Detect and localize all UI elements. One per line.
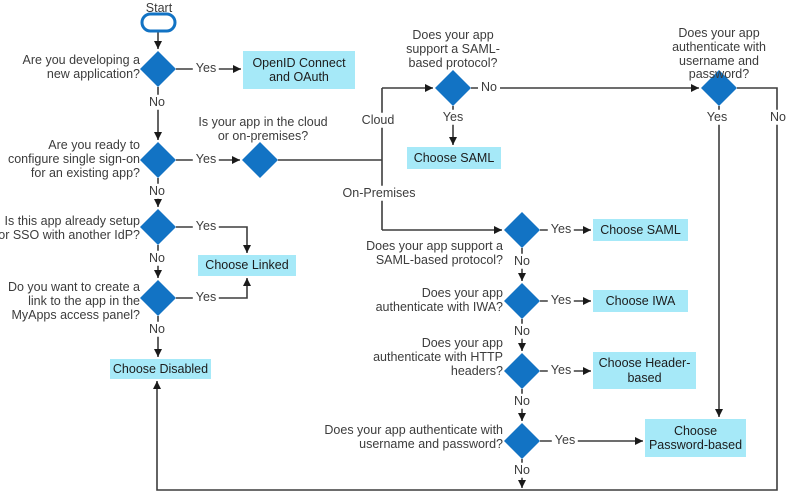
outcome-choose-disabled: Choose Disabled — [110, 359, 211, 379]
edge-label-samlonprem-no: No — [511, 253, 533, 269]
edge-label-iwa-yes: Yes — [547, 292, 575, 308]
outcome-choose-password-based: Choose Password-based — [645, 419, 746, 457]
question-already-sso-idp: Is this app already setup for SSO with a… — [0, 214, 140, 242]
edge-label-myapps-yes: Yes — [192, 289, 220, 305]
question-saml-cloud: Does your app support a SAML-based proto… — [406, 28, 500, 70]
edge-label-idp-no: No — [146, 250, 168, 266]
question-new-app: Are you developing a new application? — [22, 53, 140, 81]
question-myapps-link: Do you want to create a link to the app … — [7, 280, 140, 322]
question-saml-onprem: Does your app support a SAML-based proto… — [366, 239, 503, 267]
question-iwa: Does your app authenticate with IWA? — [375, 286, 503, 314]
connector-userpasscloud-no-to-disabled — [153, 87, 778, 491]
edge-label-header-no: No — [511, 393, 533, 409]
decision-already-sso-idp — [140, 209, 176, 245]
question-http-headers: Does your app authenticate with HTTP hea… — [373, 336, 503, 378]
question-userpass-cloud: Does your app authenticate with username… — [672, 26, 766, 82]
edge-label-myapps-no: No — [146, 321, 168, 337]
edge-label-samlonprem-yes: Yes — [547, 221, 575, 237]
decision-iwa — [504, 283, 540, 319]
edge-label-iwa-no: No — [511, 323, 533, 339]
edge-label-idp-yes: Yes — [192, 218, 220, 234]
edge-label-userpasscloud-yes: Yes — [703, 109, 731, 125]
edge-label-samlcloud-yes: Yes — [439, 109, 467, 125]
outcome-choose-linked: Choose Linked — [198, 255, 296, 276]
decision-ready-sso — [140, 142, 176, 178]
question-ready-sso: Are you ready to configure single sign-o… — [7, 138, 140, 180]
edge-label-newapp-no: No — [146, 94, 168, 110]
edge-label-readysso-no: No — [146, 183, 168, 199]
edge-label-userpasscloud-no: No — [767, 109, 789, 125]
outcome-openid-oauth: OpenID Connect and OAuth — [243, 51, 355, 89]
decision-userpass-cloud — [701, 70, 737, 106]
edge-label-newapp-yes: Yes — [192, 60, 220, 76]
outcome-choose-header-based: Choose Header-based — [593, 352, 696, 389]
decision-http-headers — [504, 353, 540, 389]
decision-myapps-link — [140, 280, 176, 316]
decision-cloud-or-onprem — [242, 142, 278, 178]
decision-userpass-onprem — [504, 423, 540, 459]
edge-label-cloud: Cloud — [358, 112, 398, 128]
decision-saml-onprem — [504, 212, 540, 248]
decision-new-app — [140, 51, 176, 87]
question-userpass-onprem: Does your app authenticate with username… — [324, 423, 503, 451]
decision-diamonds — [140, 51, 737, 459]
edge-label-userpassonprem-no: No — [511, 462, 533, 478]
edge-label-samlcloud-no: No — [478, 79, 500, 95]
outcome-choose-saml-onprem: Choose SAML — [593, 219, 688, 241]
edge-label-readysso-yes: Yes — [192, 151, 220, 167]
edge-label-userpassonprem-yes: Yes — [551, 432, 579, 448]
question-cloud-or-onprem: Is your app in the cloud or on-premises? — [198, 115, 328, 143]
edge-label-header-yes: Yes — [547, 362, 575, 378]
outcome-choose-saml-cloud: Choose SAML — [407, 147, 501, 169]
edge-label-on-premises: On-Premises — [339, 185, 419, 201]
start-label: Start — [145, 1, 173, 15]
outcome-choose-iwa: Choose IWA — [593, 290, 688, 312]
decision-saml-cloud — [435, 70, 471, 106]
start-terminator — [140, 12, 177, 33]
